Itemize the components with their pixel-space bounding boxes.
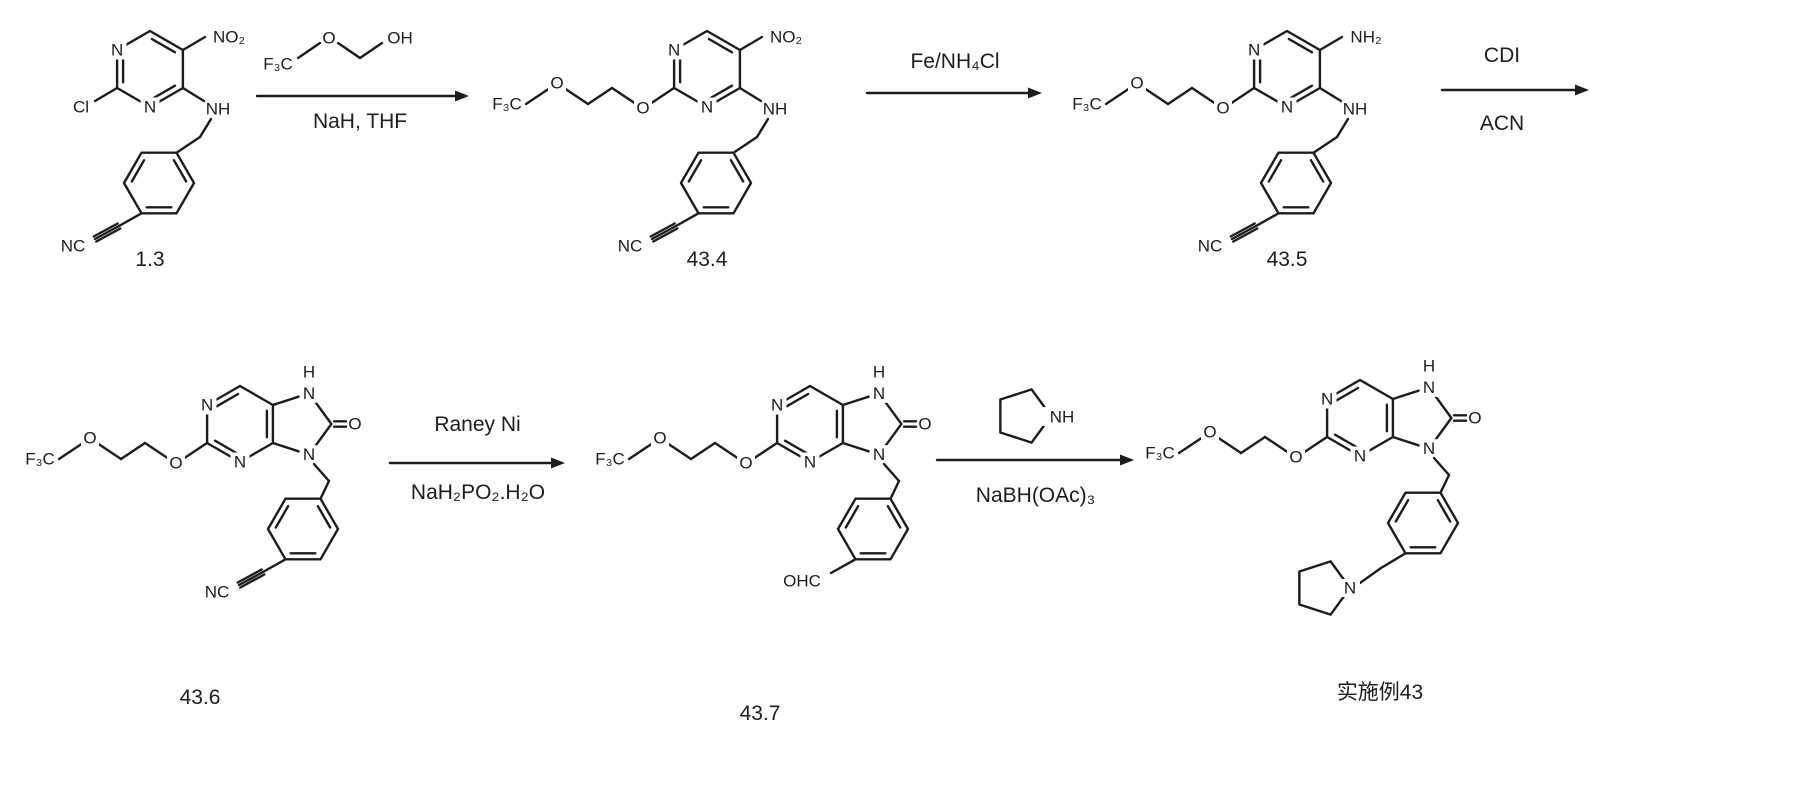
compound-43-5: F₃C NH₂ NH NC — [1072, 28, 1381, 256]
atom-label-nh2: NH₂ — [1350, 28, 1381, 47]
reagent-text-step1-below: NaH, THF — [312, 110, 408, 133]
compound-label-1-3: 1.3 — [135, 248, 165, 271]
atom-label-nh: NH — [1050, 408, 1075, 427]
atom-label-nitrile: NC — [61, 237, 86, 256]
substituent-bonds — [92, 35, 213, 243]
bond-lines — [296, 41, 384, 60]
atom-label-f3c: F₃C — [25, 450, 55, 469]
compound-label-43-6: 43.6 — [179, 686, 221, 709]
compound-1-3: Cl NO₂ NH NC — [61, 28, 245, 256]
substituent-bonds — [829, 462, 901, 575]
atom-label-o: O — [322, 29, 335, 48]
reaction-arrow-step2 — [865, 87, 1042, 99]
compound-43-6: F₃C NC — [25, 361, 363, 602]
atom-label-aldehyde: OHC — [783, 572, 821, 591]
reaction-arrow-step5 — [935, 454, 1134, 466]
atom-label-oh: OH — [387, 29, 413, 48]
reagent-structure-step5-pyrrolidine: NH — [999, 388, 1082, 444]
substituent-bonds — [236, 462, 331, 589]
reaction-arrow-step1 — [255, 90, 469, 102]
reaction-arrow-step4 — [388, 457, 565, 469]
compound-label-43-7: 43.7 — [739, 702, 781, 725]
atom-label-nitrile: NC — [205, 583, 230, 602]
reagent-text-step4-above: Raney Ni — [434, 413, 521, 436]
substituent-bonds — [1358, 456, 1451, 585]
atom-label-f3c: F₃C — [1072, 95, 1102, 114]
atom-label-f3c: F₃C — [492, 95, 522, 114]
reagent-structure-step1: F₃C O OH — [263, 29, 413, 74]
atom-label-cl: Cl — [73, 98, 89, 117]
compound-label-43-5: 43.5 — [1266, 248, 1308, 271]
reagent-text-step4-below: NaH₂PO₂.H₂O — [410, 481, 546, 504]
reaction-arrow-step3 — [1440, 84, 1589, 96]
compound-43-7: F₃C OHC — [595, 361, 933, 591]
atom-label-f3c: F₃C — [595, 450, 625, 469]
compound-label-example-43: 实施例43 — [1336, 681, 1424, 704]
substituent-bonds — [649, 35, 770, 243]
compound-label-43-4: 43.4 — [686, 248, 728, 271]
compound-example-43: F₃C N — [1145, 355, 1483, 616]
reagent-text-step3-above: CDI — [1483, 44, 1521, 67]
atom-label-nitrile: NC — [618, 237, 643, 256]
atom-label-nh: NH — [763, 100, 788, 119]
reagent-text-step5-below: NaBH(OAc)₃ — [975, 484, 1096, 507]
reagent-text-step2-above: Fe/NH₄Cl — [910, 50, 1000, 73]
atom-label-no2: NO₂ — [770, 28, 802, 47]
atom-label-nh: NH — [206, 100, 231, 119]
atom-label-nh: NH — [1343, 100, 1368, 119]
reagent-text-step3-below: ACN — [1479, 112, 1525, 135]
atom-label-nitrile: NC — [1198, 237, 1223, 256]
atom-label-f3c: F₃C — [263, 55, 293, 74]
compound-43-4: F₃C NO₂ NH NC — [492, 28, 802, 256]
substituent-bonds — [1229, 35, 1350, 243]
atom-label-amine-n: N — [1344, 579, 1356, 598]
atom-label-f3c: F₃C — [1145, 444, 1175, 463]
atom-label-no2: NO₂ — [213, 28, 245, 47]
